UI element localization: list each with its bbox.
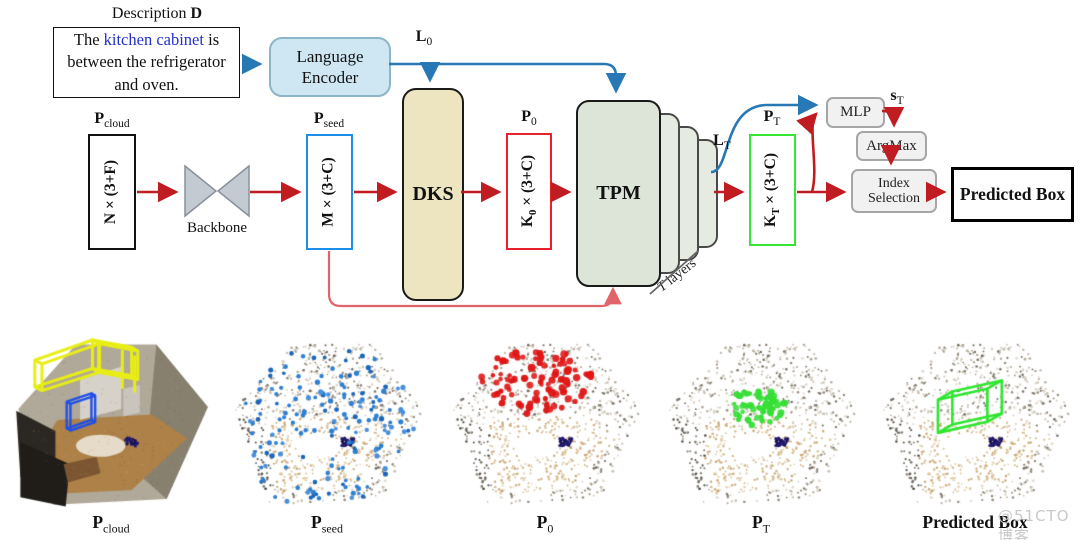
panel-label-pseed: Pseed [310,512,344,536]
arrow-kt-to-mlp [796,112,818,193]
pointcloud-predicted-image [872,328,1078,512]
predicted-box-node: Predicted Box [951,167,1074,222]
pt-label: PT [763,108,781,129]
backbone-label: Backbone [187,220,247,236]
pointcloud-pcloud-image [8,328,214,512]
pseed-tensor-box: M × (3+C) [306,134,353,250]
kt-tensor-box: KT × (3+C) [749,134,796,246]
pseed-label: Pseed [313,110,345,131]
l0-label: L0 [415,28,433,49]
pointcloud-pt-image [658,328,864,512]
dks-node: DKS [402,88,464,301]
highlighted-phrase: kitchen cabinet [103,29,204,49]
panel-label-pt: PT [751,512,771,536]
panel-label-predicted: Predicted Box [922,512,1028,532]
backbone-icon [184,164,250,218]
arrow-pseed-skip-to-tpm [327,251,622,308]
pointcloud-p0-image [442,328,648,512]
panel-label-p0: P0 [536,512,554,536]
panel-label-pcloud: Pcloud [92,512,130,536]
mlp-node: MLP [826,97,885,128]
index-selection-node: Index Selection [851,169,937,213]
p0-tensor-box: K0 × (3+C) [506,133,552,250]
lt-label: LT [713,132,731,153]
pointcloud-pseed-image [224,328,430,512]
tpm-node: TPM [576,100,661,287]
argmax-node: ArgMax [856,131,927,161]
description-box: The kitchen cabinet is between the refri… [53,27,240,98]
pcloud-label: Pcloud [94,110,130,131]
language-encoder-node: Language Encoder [269,37,391,97]
description-label: Description D [111,5,203,22]
p0-label: P0 [521,108,537,129]
arrow-encoder-to-tpm [389,62,627,94]
watermark: @51CTO博客 [998,507,1070,540]
st-label: sT [890,87,904,108]
pcloud-tensor-box: N × (3+F) [88,134,136,250]
